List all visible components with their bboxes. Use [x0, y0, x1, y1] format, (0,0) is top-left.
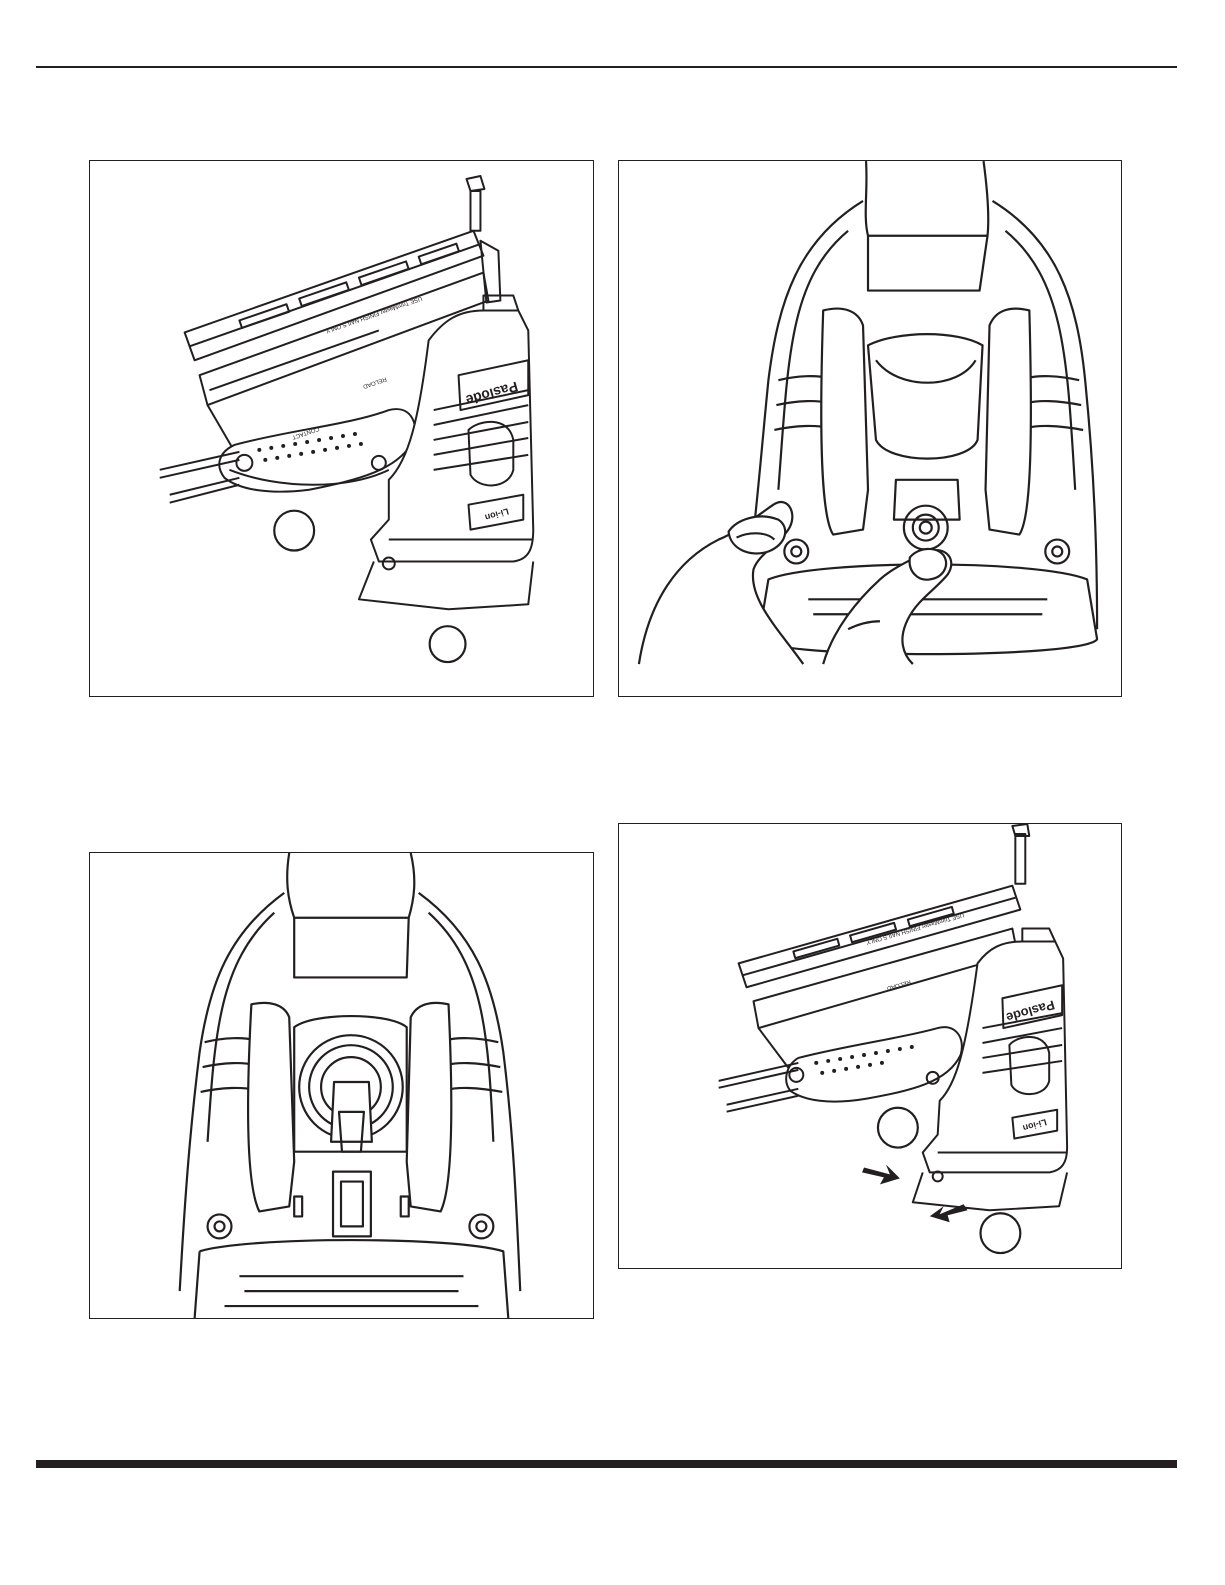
figure-nailer-side-view: USE TrimMaster FINISH NAILS ONLY RELOAD …: [89, 160, 594, 697]
figure-battery-well-top-view: [89, 852, 594, 1319]
callout-circle-b: [981, 1213, 1021, 1253]
callout-circle-a: [274, 511, 314, 551]
figure-battery-insertion: USE TrimMaster FINISH NAILS ONLY RELOAD …: [618, 823, 1122, 1269]
callout-circle-b: [430, 626, 466, 662]
header-rule: [36, 66, 1177, 68]
arrow-right-icon: [862, 1164, 900, 1184]
nailer-side-illustration: USE TrimMaster FINISH NAILS ONLY RELOAD …: [90, 161, 593, 696]
figure-battery-release-hand: [618, 160, 1122, 697]
reload-label: RELOAD: [361, 375, 387, 389]
callout-circle-a: [878, 1108, 918, 1148]
footer-rule: [36, 1460, 1177, 1468]
battery-release-illustration: [619, 161, 1121, 696]
battery-well-illustration: [90, 853, 593, 1318]
battery-insertion-illustration: USE TrimMaster FINISH NAILS ONLY RELOAD …: [619, 824, 1121, 1268]
